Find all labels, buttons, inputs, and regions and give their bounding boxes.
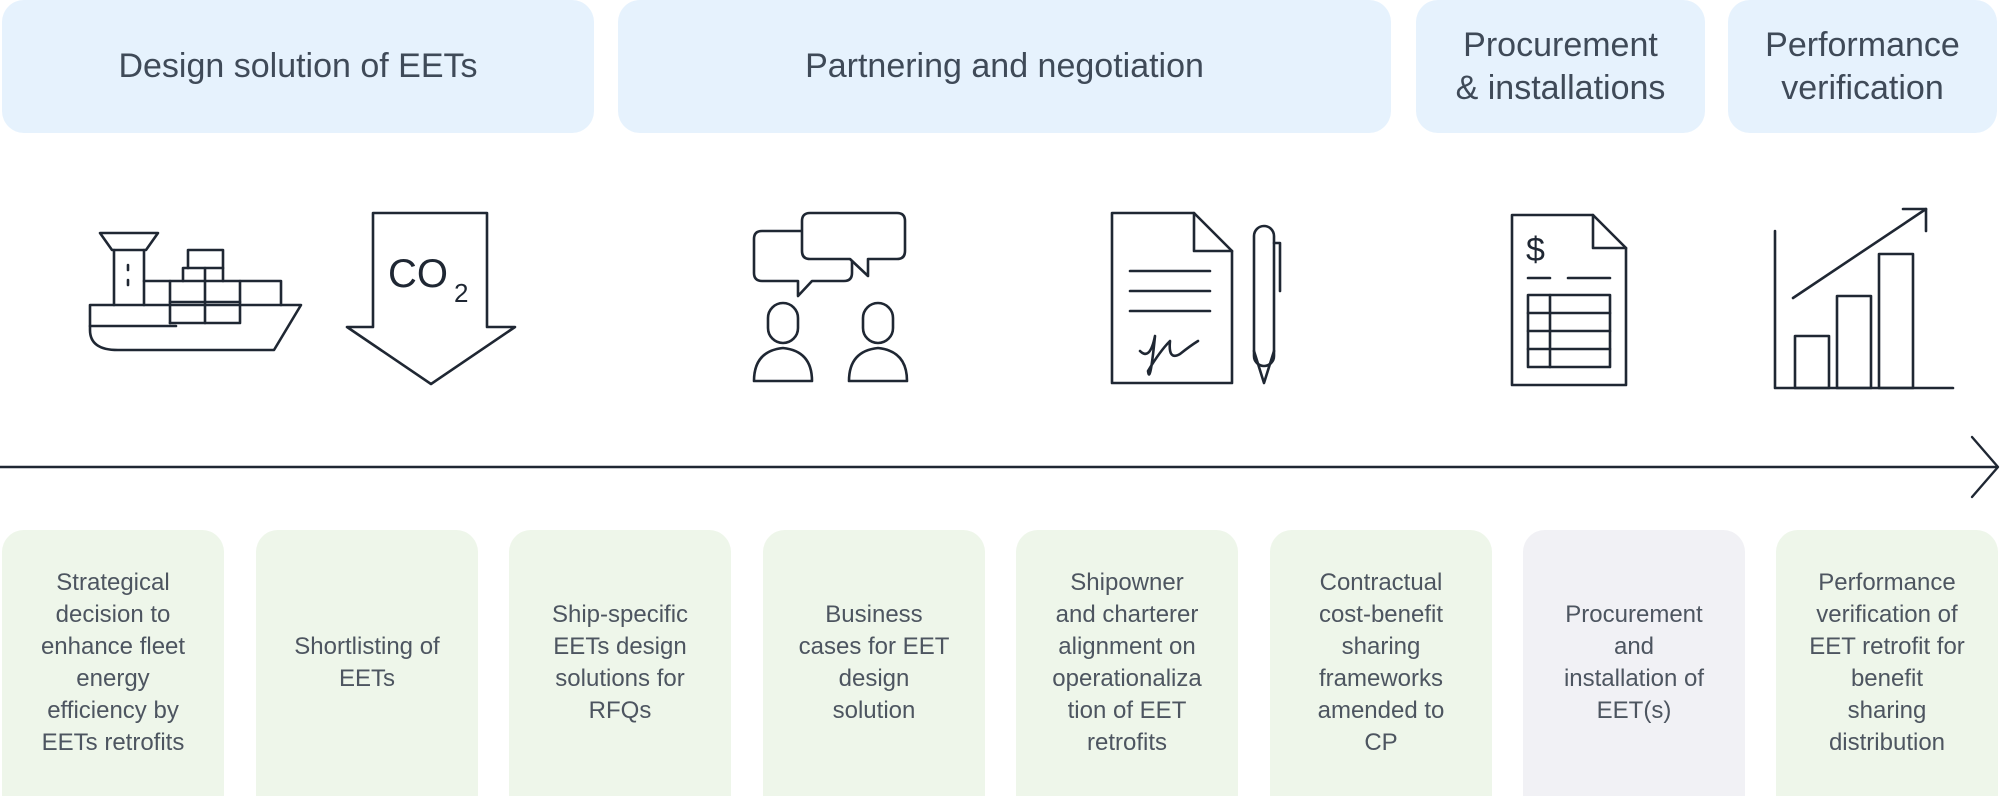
phase-design-solution: Design solution of EETs <box>2 0 594 133</box>
co2-subscript: 2 <box>454 278 468 308</box>
step-alignment: Shipowner and charterer alignment on ope… <box>1016 530 1238 796</box>
co2-reduction-arrow-icon: CO 2 <box>345 211 517 386</box>
step-ship-specific-design: Ship-specific EETs design solutions for … <box>509 530 731 796</box>
timeline-arrow <box>0 435 2000 499</box>
step-strategic-decision: Strategical decision to enhance fleet en… <box>2 530 224 796</box>
phase-partnering-negotiation: Partnering and negotiation <box>618 0 1391 133</box>
phase-procurement-installations: Procurement & installations <box>1416 0 1705 133</box>
step-procurement-installation: Procurement and installation of EET(s) <box>1523 530 1745 796</box>
growth-bar-chart-icon <box>1773 207 1955 390</box>
phase-performance-verification: Performance verification <box>1728 0 1997 133</box>
step-shortlisting: Shortlisting of EETs <box>256 530 478 796</box>
signed-contract-pen-icon <box>1110 211 1282 385</box>
invoice-dollar-sign: $ <box>1526 231 1545 269</box>
step-performance-verification: Performance verification of EET retrofit… <box>1776 530 1998 796</box>
co2-label: CO <box>388 252 448 296</box>
step-business-cases: Business cases for EET design solution <box>763 530 985 796</box>
invoice-icon: $ <box>1510 213 1628 387</box>
discussion-people-icon <box>752 211 909 383</box>
step-contractual-frameworks: Contractual cost-benefit sharing framewo… <box>1270 530 1492 796</box>
ship-icon <box>88 231 303 352</box>
